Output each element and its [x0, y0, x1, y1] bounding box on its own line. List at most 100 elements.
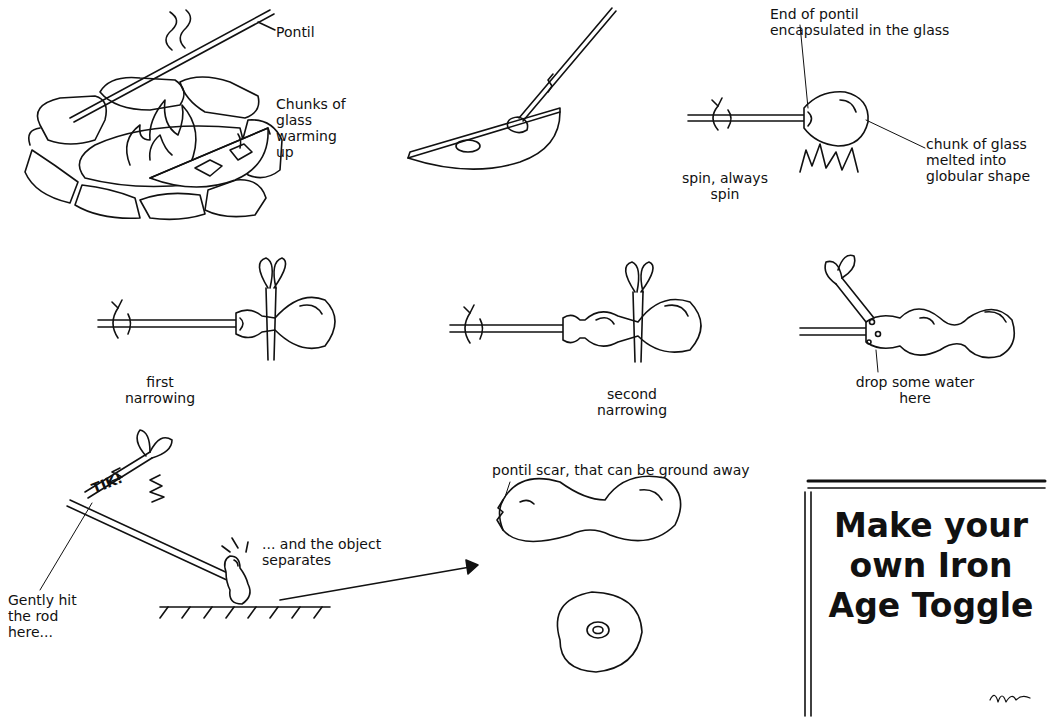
water-drop-tool-stroke [867, 340, 871, 344]
second-narrowing-tool-stroke [480, 319, 483, 339]
first-narrowing-tool-stroke [266, 288, 276, 360]
finished-toggle-stroke [497, 500, 503, 530]
finished-toggle-stroke [557, 592, 642, 672]
water-drop-tool-stroke [836, 278, 874, 322]
finished-toggle-stroke [587, 622, 609, 638]
second-narrowing-tool-stroke [641, 262, 653, 292]
first-narrowing-tool-stroke [113, 308, 118, 338]
glass-plate-stroke [548, 74, 553, 92]
finished-toggle-stroke [505, 482, 510, 497]
molten-globe-stroke [712, 98, 722, 106]
second-narrowing-tool-stroke [665, 305, 688, 316]
fire-pit-stroke [166, 12, 177, 50]
title-frame-stroke [990, 695, 1030, 702]
glass-plate-stroke [408, 108, 560, 158]
fire-pit-stroke [180, 10, 190, 48]
callout-label: Pontil [276, 24, 346, 40]
water-drop-tool-stroke [876, 332, 881, 337]
first-narrowing-tool-stroke [112, 300, 122, 308]
callout-label: spin, always spin [670, 170, 780, 202]
tapping-scene-stroke [70, 500, 232, 575]
fire-pit-stroke [238, 134, 241, 148]
fire-pit-stroke [75, 185, 140, 218]
water-drop-tool-stroke [876, 350, 878, 372]
finished-toggle-stroke [640, 490, 662, 500]
water-drop-tool-stroke [870, 320, 875, 325]
tapping-scene-stroke [160, 607, 322, 618]
title-frame [805, 481, 1045, 716]
fire-pit-stroke [150, 128, 270, 178]
fire-pit-stroke [258, 22, 275, 30]
fire-pit-stroke [140, 193, 205, 219]
water-drop-tool [800, 255, 1014, 372]
water-drop-tool-stroke [800, 334, 866, 336]
molten-globe-stroke [840, 100, 856, 112]
molten-globe-stroke [713, 106, 718, 130]
glass-plate [408, 8, 616, 169]
water-drop-tool-stroke [866, 309, 1014, 358]
first-narrowing-tool-stroke [98, 326, 238, 328]
second-narrowing-tool-stroke [465, 313, 470, 343]
first-narrowing-tool-stroke [240, 318, 243, 330]
fire-pit-stroke [127, 100, 196, 165]
first-narrowing-tool-stroke [128, 314, 131, 334]
molten-globe-stroke [728, 110, 731, 128]
molten-globe-stroke [800, 144, 858, 172]
callout-label: Chunks of glass warming up [276, 96, 354, 160]
molten-globe-stroke [688, 114, 806, 116]
finished-toggle-stroke [520, 500, 534, 504]
glass-plate-stroke [408, 112, 560, 169]
water-drop-tool-stroke [838, 255, 855, 278]
first-narrowing-tool-stroke [274, 258, 286, 288]
water-drop-tool-stroke [920, 318, 934, 324]
tapping-scene-stroke [137, 430, 150, 456]
glass-plate-stroke [519, 8, 612, 118]
tapping-scene-stroke [225, 556, 250, 604]
first-narrowing-tool-stroke [236, 297, 335, 348]
title-frame-stroke [808, 480, 1045, 483]
glass-plate-stroke [456, 140, 480, 152]
tapping-scene-stroke [466, 560, 478, 574]
tapping-scene-stroke [40, 503, 92, 590]
second-narrowing-tool-stroke [633, 292, 643, 362]
second-narrowing-tool-stroke [450, 331, 565, 333]
callout-label: second narrowing [582, 386, 682, 418]
fire-pit-stroke [195, 160, 222, 176]
molten-globe-stroke [808, 112, 812, 126]
second-narrowing-tool-stroke [464, 305, 474, 313]
callout-label: Gently hit the rod here... [8, 592, 96, 640]
tapping-scene-stroke [85, 452, 152, 498]
tapping-scene-stroke [150, 438, 172, 458]
first-narrowing-tool-stroke [259, 258, 272, 288]
glass-plate-stroke [523, 11, 616, 121]
tapping-scene [40, 430, 478, 618]
callout-label: first narrowing [110, 374, 210, 406]
tapping-scene-stroke [234, 560, 238, 566]
title-frame-stroke [810, 492, 812, 716]
callout-label: chunk of glass melted into globular shap… [926, 136, 1050, 184]
second-narrowing-tool-stroke [596, 318, 614, 324]
second-narrowing-tool-stroke [626, 262, 639, 292]
tapping-scene-stroke [222, 538, 248, 552]
finished-toggle-stroke [500, 476, 681, 541]
fire-pit-stroke [25, 150, 78, 203]
first-narrowing-tool [98, 258, 335, 360]
callout-label: drop some water here [850, 374, 980, 406]
tapping-scene-stroke [280, 566, 476, 600]
fire-pit-stroke [70, 10, 270, 118]
second-narrowing-tool [450, 262, 701, 362]
fire-pit [25, 10, 282, 219]
first-narrowing-tool-stroke [300, 305, 322, 314]
title-frame-stroke [804, 492, 806, 716]
finished-toggle-stroke [593, 627, 603, 634]
fire-pit-stroke [100, 78, 184, 110]
tapping-scene-stroke [150, 475, 164, 502]
fire-pit-stroke [180, 77, 259, 118]
callout-label: End of pontil encapsulated in the glass [770, 6, 950, 38]
fire-pit-stroke [29, 128, 40, 145]
fire-pit-stroke [150, 128, 268, 187]
fire-pit-stroke [150, 135, 172, 160]
callout-label: TIK! [89, 459, 151, 496]
molten-globe-stroke [804, 92, 868, 146]
